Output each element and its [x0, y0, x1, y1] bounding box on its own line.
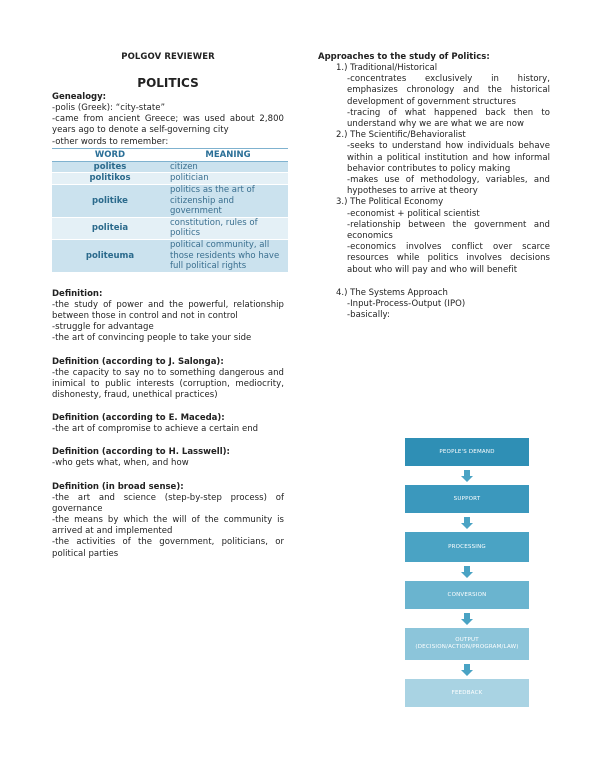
down-arrow-icon	[461, 470, 473, 482]
flow-step-label: PROCESSING	[448, 543, 486, 550]
list-item: 4.) The Systems Approach -Input-Process-…	[336, 288, 550, 322]
meaning-column-header: MEANING	[168, 147, 288, 162]
genealogy-heading: Genealogy:	[52, 92, 107, 102]
definition-block: Definition (according to H. Lasswell): -…	[52, 447, 284, 469]
word-cell: politeuma	[52, 239, 168, 273]
word-cell: polites	[52, 161, 168, 174]
meaning-cell: constitution, rules of politics	[168, 217, 288, 240]
definition-line: -the art of convincing people to take yo…	[52, 333, 252, 344]
flow-step-peoples-demand: PEOPLE'S DEMAND	[405, 438, 529, 466]
word-cell: politeia	[52, 217, 168, 240]
approach-line: -concentrates exclusively in history, em…	[347, 74, 550, 107]
approaches-list: 1.) Traditional/Historical -concentrates…	[336, 63, 550, 321]
approach-line: -tracing of what happened back then to u…	[347, 107, 550, 130]
down-arrow-icon	[461, 566, 473, 578]
approach-line: -economics involves conflict over scarce…	[347, 242, 550, 275]
definition-heading: Definition (in broad sense):	[52, 481, 184, 492]
definition-block: Definition (according to J. Salonga): -t…	[52, 357, 284, 402]
flow-step-conversion: CONVERSION	[405, 581, 529, 609]
flow-step-output: OUTPUT (DECISION/ACTION/PROGRAM/LAW)	[405, 628, 529, 660]
table-row: politikos politician	[52, 172, 288, 185]
definition-line: -the art of compromise to achieve a cert…	[52, 424, 259, 435]
definition-block: Definition (in broad sense): -the art an…	[52, 482, 284, 560]
word-cell: politikos	[52, 172, 168, 185]
table-row: politike politics as the art of citizens…	[52, 184, 288, 218]
approach-label: 4.) The Systems Approach	[336, 287, 448, 298]
meaning-cell: politics as the art of citizenship and g…	[168, 184, 288, 218]
definition-heading: Definition (according to E. Maceda):	[52, 413, 225, 424]
document-title: POLGOV REVIEWER	[121, 52, 215, 62]
right-column: Approaches to the study of Politics: 1.)…	[318, 52, 550, 321]
approach-line: -economist + political scientist	[347, 208, 480, 219]
approach-line: -relationship between the government and…	[347, 219, 550, 242]
approach-label: 1.) Traditional/Historical	[336, 63, 438, 73]
list-item: 3.) The Political Economy -economist + p…	[336, 197, 550, 275]
words-table: WORD MEANING polites citizen politikos p…	[52, 147, 288, 273]
definition-line: -struggle for advantage	[52, 322, 154, 333]
flow-step-label: SUPPORT	[453, 495, 481, 502]
flow-step-label: CONVERSION	[447, 591, 487, 598]
meaning-cell: politician	[168, 172, 288, 185]
word-cell: politike	[52, 184, 168, 218]
approach-line: -seeks to understand how individuals beh…	[347, 141, 550, 174]
definition-heading: Definition:	[52, 288, 103, 299]
approaches-heading: Approaches to the study of Politics:	[318, 52, 490, 62]
flow-step-support: SUPPORT	[405, 485, 529, 513]
down-arrow-icon	[461, 664, 473, 676]
genealogy-line: -other words to remember:	[52, 136, 169, 147]
definition-block: Definition (according to E. Maceda): -th…	[52, 413, 284, 435]
definition-heading: Definition (according to H. Lasswell):	[52, 447, 230, 458]
definition-line: -the means by which the will of the comm…	[52, 514, 284, 537]
flow-step-processing: PROCESSING	[405, 532, 529, 562]
left-column: POLGOV REVIEWER POLITICS Genealogy: -pol…	[52, 52, 288, 560]
approach-line: -makes use of methodology, variables, an…	[347, 175, 550, 197]
definition-block: Definition: -the study of power and the …	[52, 289, 284, 345]
approach-label: 2.) The Scientific/Behavioralist	[336, 130, 466, 141]
flow-step-label: OUTPUT	[455, 637, 479, 643]
list-item: 2.) The Scientific/Behavioralist -seeks …	[336, 130, 550, 197]
down-arrow-icon	[461, 517, 473, 529]
meaning-cell: citizen	[168, 161, 288, 174]
section-title: POLITICS	[137, 76, 199, 90]
flow-step-label: FEEDBACK	[451, 689, 483, 696]
flow-step-feedback: FEEDBACK	[405, 679, 529, 707]
definition-line: -the activities of the government, polit…	[52, 537, 284, 559]
flow-step-label: PEOPLE'S DEMAND	[439, 448, 495, 455]
list-item: 1.) Traditional/Historical -concentrates…	[336, 63, 550, 130]
definition-line: -the capacity to say no to something dan…	[52, 367, 284, 400]
table-row: politeia constitution, rules of politics	[52, 217, 288, 240]
genealogy-line: -came from ancient Greece; was used abou…	[52, 114, 284, 136]
flow-step-sublabel: (DECISION/ACTION/PROGRAM/LAW)	[415, 644, 519, 650]
down-arrow-icon	[461, 613, 473, 625]
table-row: polites citizen	[52, 161, 288, 174]
definition-line: -who gets what, when, and how	[52, 458, 189, 469]
approach-label: 3.) The Political Economy	[336, 197, 444, 208]
genealogy-line: -polis (Greek): “city-state”	[52, 103, 166, 113]
word-column-header: WORD	[52, 147, 168, 162]
table-row: politeuma political community, all those…	[52, 239, 288, 273]
approach-line: -Input-Process-Output (IPO)	[347, 299, 466, 310]
definition-line: -the study of power and the powerful, re…	[52, 299, 284, 321]
meaning-cell: political community, all those residents…	[168, 239, 288, 273]
definition-heading: Definition (according to J. Salonga):	[52, 356, 224, 367]
approach-line: -basically:	[347, 310, 390, 321]
definition-line: -the art and science (step-by-step proce…	[52, 492, 284, 514]
